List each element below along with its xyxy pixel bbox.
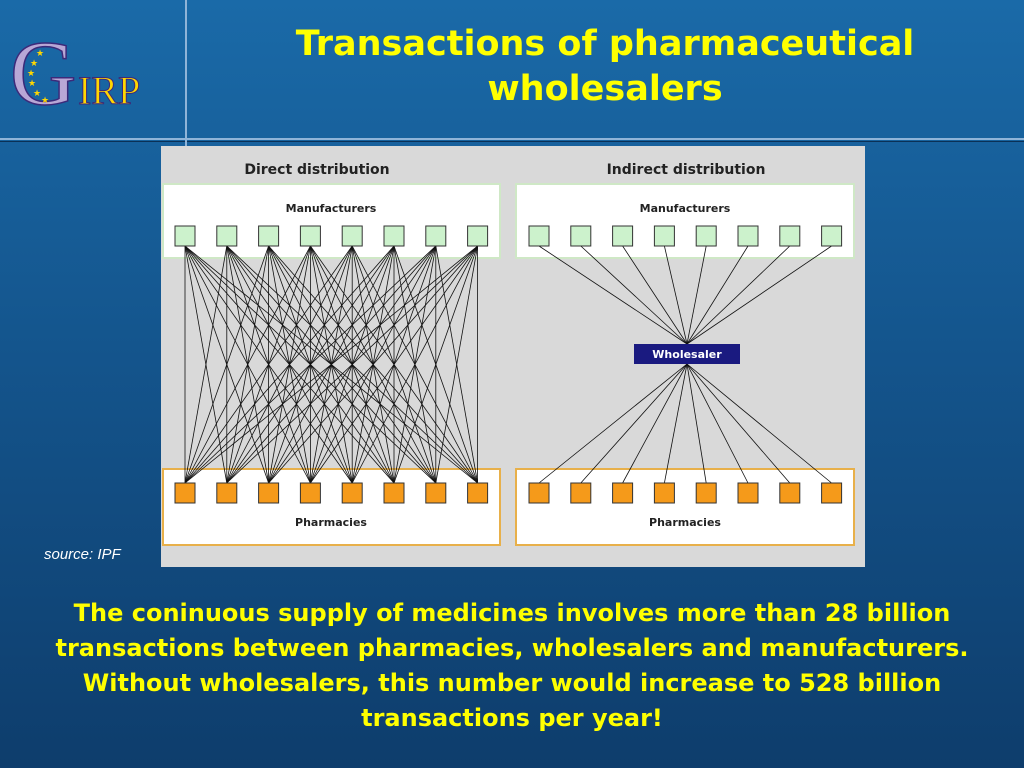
direct-pharmacies-label: Pharmacies [295, 516, 367, 529]
indirect-pharmacy-node [570, 482, 592, 504]
direct-transaction-line [184, 245, 395, 484]
direct-transaction-line [184, 245, 437, 484]
indirect-manufacturer-node [737, 225, 759, 247]
indirect-manufacturer-node [695, 225, 717, 247]
indirect-pharmacies-label: Pharmacies [649, 516, 721, 529]
direct-manufacturer-node [258, 225, 280, 247]
direct-manufacturer-node [425, 225, 447, 247]
direct-pharmacy-node [341, 482, 363, 504]
indirect-pharmacy-node [528, 482, 550, 504]
svg-text:★: ★ [28, 79, 36, 89]
indirect-pharmacy-node [653, 482, 675, 504]
direct-manufacturer-node [341, 225, 363, 247]
direct-transaction-lines [184, 245, 479, 484]
direct-pharmacy-node [216, 482, 238, 504]
direct-manufacturer-node [383, 225, 405, 247]
logo-letters-irp: IRP [78, 68, 140, 113]
header-divider-shadow [0, 141, 1024, 142]
direct-transaction-line [184, 245, 228, 484]
indirect-manufacturer-line [686, 245, 791, 345]
girp-logo: G ★ ★ ★ ★ ★ ★ IRP [9, 21, 141, 118]
direct-heading: Direct distribution [244, 162, 389, 178]
source-note: source: IPF [44, 546, 121, 563]
indirect-pharmacy-node [779, 482, 801, 504]
direct-manufacturers-box [162, 183, 501, 259]
svg-text:★: ★ [36, 49, 44, 59]
direct-pharmacy-node [258, 482, 280, 504]
indirect-pharmacy-node [612, 482, 634, 504]
indirect-pharmacy-line [686, 363, 832, 484]
indirect-pharmacy-line [538, 363, 688, 484]
direct-pharmacy-node [299, 482, 321, 504]
direct-pharmacies-box [162, 468, 501, 546]
svg-text:★: ★ [41, 96, 49, 106]
direct-pharmacy-node [383, 482, 405, 504]
page-title: Transactions of pharmaceutical wholesale… [295, 24, 915, 109]
distribution-diagram: Direct distribution Manufacturers Pharma… [161, 146, 865, 567]
caption-text: The coninuous supply of medicines involv… [55, 599, 969, 732]
indirect-manufacturer-line [622, 245, 688, 345]
svg-text:★: ★ [30, 59, 38, 69]
direct-manufacturer-node [216, 225, 238, 247]
direct-transaction-line [184, 245, 478, 484]
indirect-manufacturer-node [612, 225, 634, 247]
svg-text:★: ★ [27, 69, 35, 79]
svg-text:★: ★ [33, 89, 41, 99]
direct-pharmacy-node [467, 482, 489, 504]
indirect-manufacturer-node [653, 225, 675, 247]
direct-transaction-line [184, 245, 269, 484]
direct-transaction-line [435, 245, 478, 484]
direct-transaction-line [310, 245, 478, 484]
indirect-transaction-lines [538, 245, 832, 484]
indirect-pharmacy-line [686, 363, 791, 484]
direct-transaction-line [393, 245, 478, 484]
direct-transaction-line [184, 245, 353, 484]
indirect-manufacturer-line [664, 245, 688, 345]
indirect-manufacturer-node [821, 225, 843, 247]
indirect-nodes [528, 225, 843, 504]
indirect-pharmacy-node [737, 482, 759, 504]
direct-nodes [174, 225, 489, 504]
direct-manufacturer-node [299, 225, 321, 247]
indirect-pharmacy-node [821, 482, 843, 504]
header-divider-horizontal [0, 138, 1024, 140]
direct-transaction-line [268, 245, 478, 484]
direct-transaction-line [184, 245, 311, 484]
indirect-pharmacies-box [515, 468, 855, 546]
logo-stars: ★ ★ ★ ★ ★ ★ [27, 49, 49, 106]
indirect-pharmacy-line [686, 363, 749, 484]
direct-transaction-line [351, 245, 478, 484]
indirect-pharmacy-line [580, 363, 688, 484]
indirect-manufacturer-node [570, 225, 592, 247]
direct-transaction-line [226, 245, 478, 484]
indirect-heading: Indirect distribution [607, 162, 766, 178]
direct-pharmacy-node [174, 482, 196, 504]
indirect-manufacturer-line [686, 245, 707, 345]
indirect-manufacturer-line [686, 245, 832, 345]
indirect-manufacturer-line [686, 245, 749, 345]
indirect-pharmacy-line [664, 363, 688, 484]
indirect-pharmacy-line [686, 363, 707, 484]
direct-pharmacy-node [425, 482, 447, 504]
indirect-manufacturer-line [580, 245, 688, 345]
indirect-pharmacy-node [695, 482, 717, 504]
indirect-manufacturer-line [538, 245, 688, 345]
direct-manufacturers-label: Manufacturers [286, 202, 377, 215]
indirect-manufacturers-label: Manufacturers [640, 202, 731, 215]
header-divider-vertical [185, 0, 187, 146]
direct-manufacturer-node [467, 225, 489, 247]
direct-manufacturer-node [174, 225, 196, 247]
logo-letter-g: G [10, 22, 76, 118]
wholesaler-label: Wholesaler [652, 348, 722, 361]
indirect-manufacturers-box [515, 183, 855, 259]
indirect-pharmacy-line [622, 363, 688, 484]
wholesaler-box [634, 344, 740, 364]
indirect-manufacturer-node [528, 225, 550, 247]
indirect-manufacturer-node [779, 225, 801, 247]
